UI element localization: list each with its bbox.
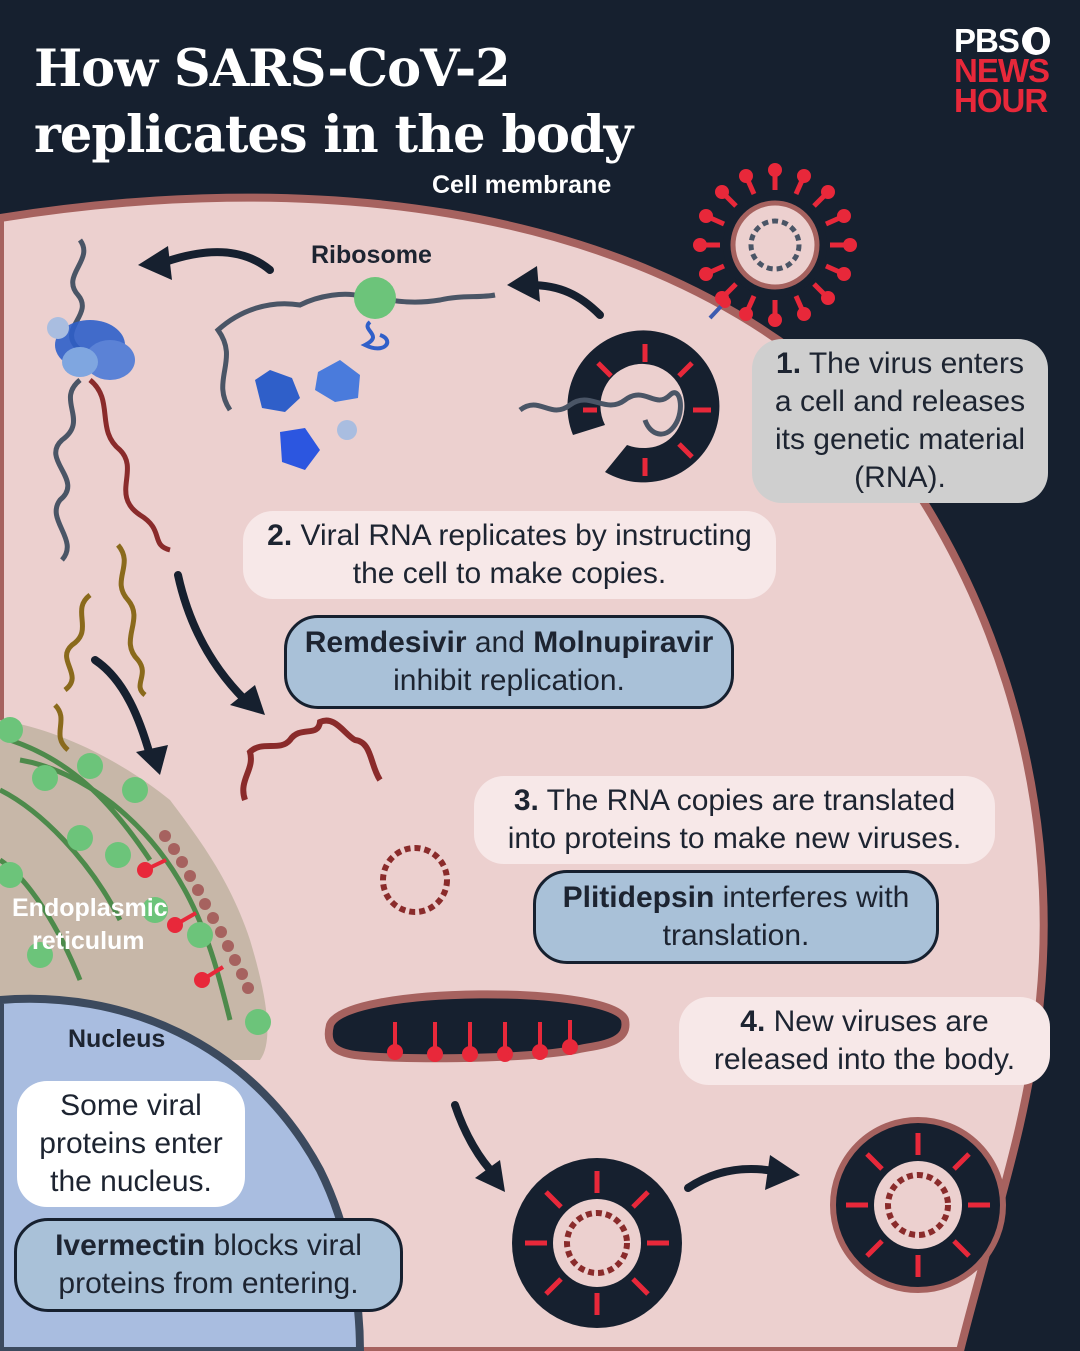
step-4-box: 4. New viruses are released into the bod… (679, 997, 1050, 1085)
er-label: Endoplasmic reticulum (12, 894, 168, 955)
step-1-number: 1. (776, 347, 802, 380)
step-2-text: Viral RNA replicates by instructing the … (300, 519, 752, 590)
new-virus-inside (512, 1158, 682, 1328)
gold-rna-strands (53, 543, 147, 752)
nucleus-note-box: Some viral proteins enter the nucleus. (17, 1081, 245, 1207)
drug-box-plitidepsin: Plitidepsin interferes with translation. (533, 870, 939, 964)
drug-plitidepsin: Plitidepsin (562, 881, 715, 914)
step-4-number: 4. (740, 1005, 766, 1038)
step-3-number: 3. (513, 784, 539, 817)
logo-line3: HOUR (954, 82, 1048, 119)
step-1-text: The virus enters a cell and releases its… (774, 347, 1026, 494)
virus-assembling (324, 990, 630, 1063)
drug-1-text: inhibit replication. (393, 664, 625, 697)
step-3-text: The RNA copies are translated into prote… (507, 784, 962, 855)
replicated-rna (240, 717, 383, 801)
step-2-number: 2. (267, 519, 293, 552)
ace2-receptor (708, 296, 731, 320)
drug-remdesivir: Remdesivir (304, 626, 467, 659)
drug-box-ivermectin: Ivermectin blocks viral proteins from en… (14, 1218, 403, 1312)
nucleus-label: Nucleus (68, 1025, 166, 1053)
step-3-box: 3. The RNA copies are translated into pr… (474, 776, 995, 864)
logo-line2: NEWS (954, 52, 1050, 89)
ribosome-cluster (47, 238, 171, 562)
step-2-box: 2. Viral RNA replicates by instructing t… (243, 511, 776, 599)
drug-2-text: interferes with translation. (662, 881, 910, 952)
virus-entering (518, 330, 720, 483)
page-title: How SARS-CoV-2 replicates in the body (34, 39, 633, 165)
step-4-text: New viruses are released into the body. (713, 1005, 1016, 1076)
drug-3-text: blocks viral proteins from entering. (58, 1229, 362, 1300)
virus-budding (830, 1117, 1006, 1293)
cell-membrane-label: Cell membrane (432, 171, 612, 199)
pbs-head-icon (1021, 27, 1050, 55)
ribosome-label: Ribosome (311, 241, 432, 269)
virus-outside (693, 163, 857, 327)
ribosome (214, 277, 496, 470)
rna-ring (380, 845, 450, 915)
drug-molnupiravir: Molnupiravir (533, 626, 714, 659)
endoplasmic-reticulum (0, 717, 271, 1060)
pbs-newshour-logo: PBS NEWS HOUR (954, 22, 1058, 119)
drug-ivermectin: Ivermectin (55, 1229, 206, 1262)
step-1-box: 1. The virus enters a cell and releases … (752, 339, 1048, 503)
logo-line1: PBS (954, 22, 1020, 59)
arrow-heads (136, 246, 800, 1192)
